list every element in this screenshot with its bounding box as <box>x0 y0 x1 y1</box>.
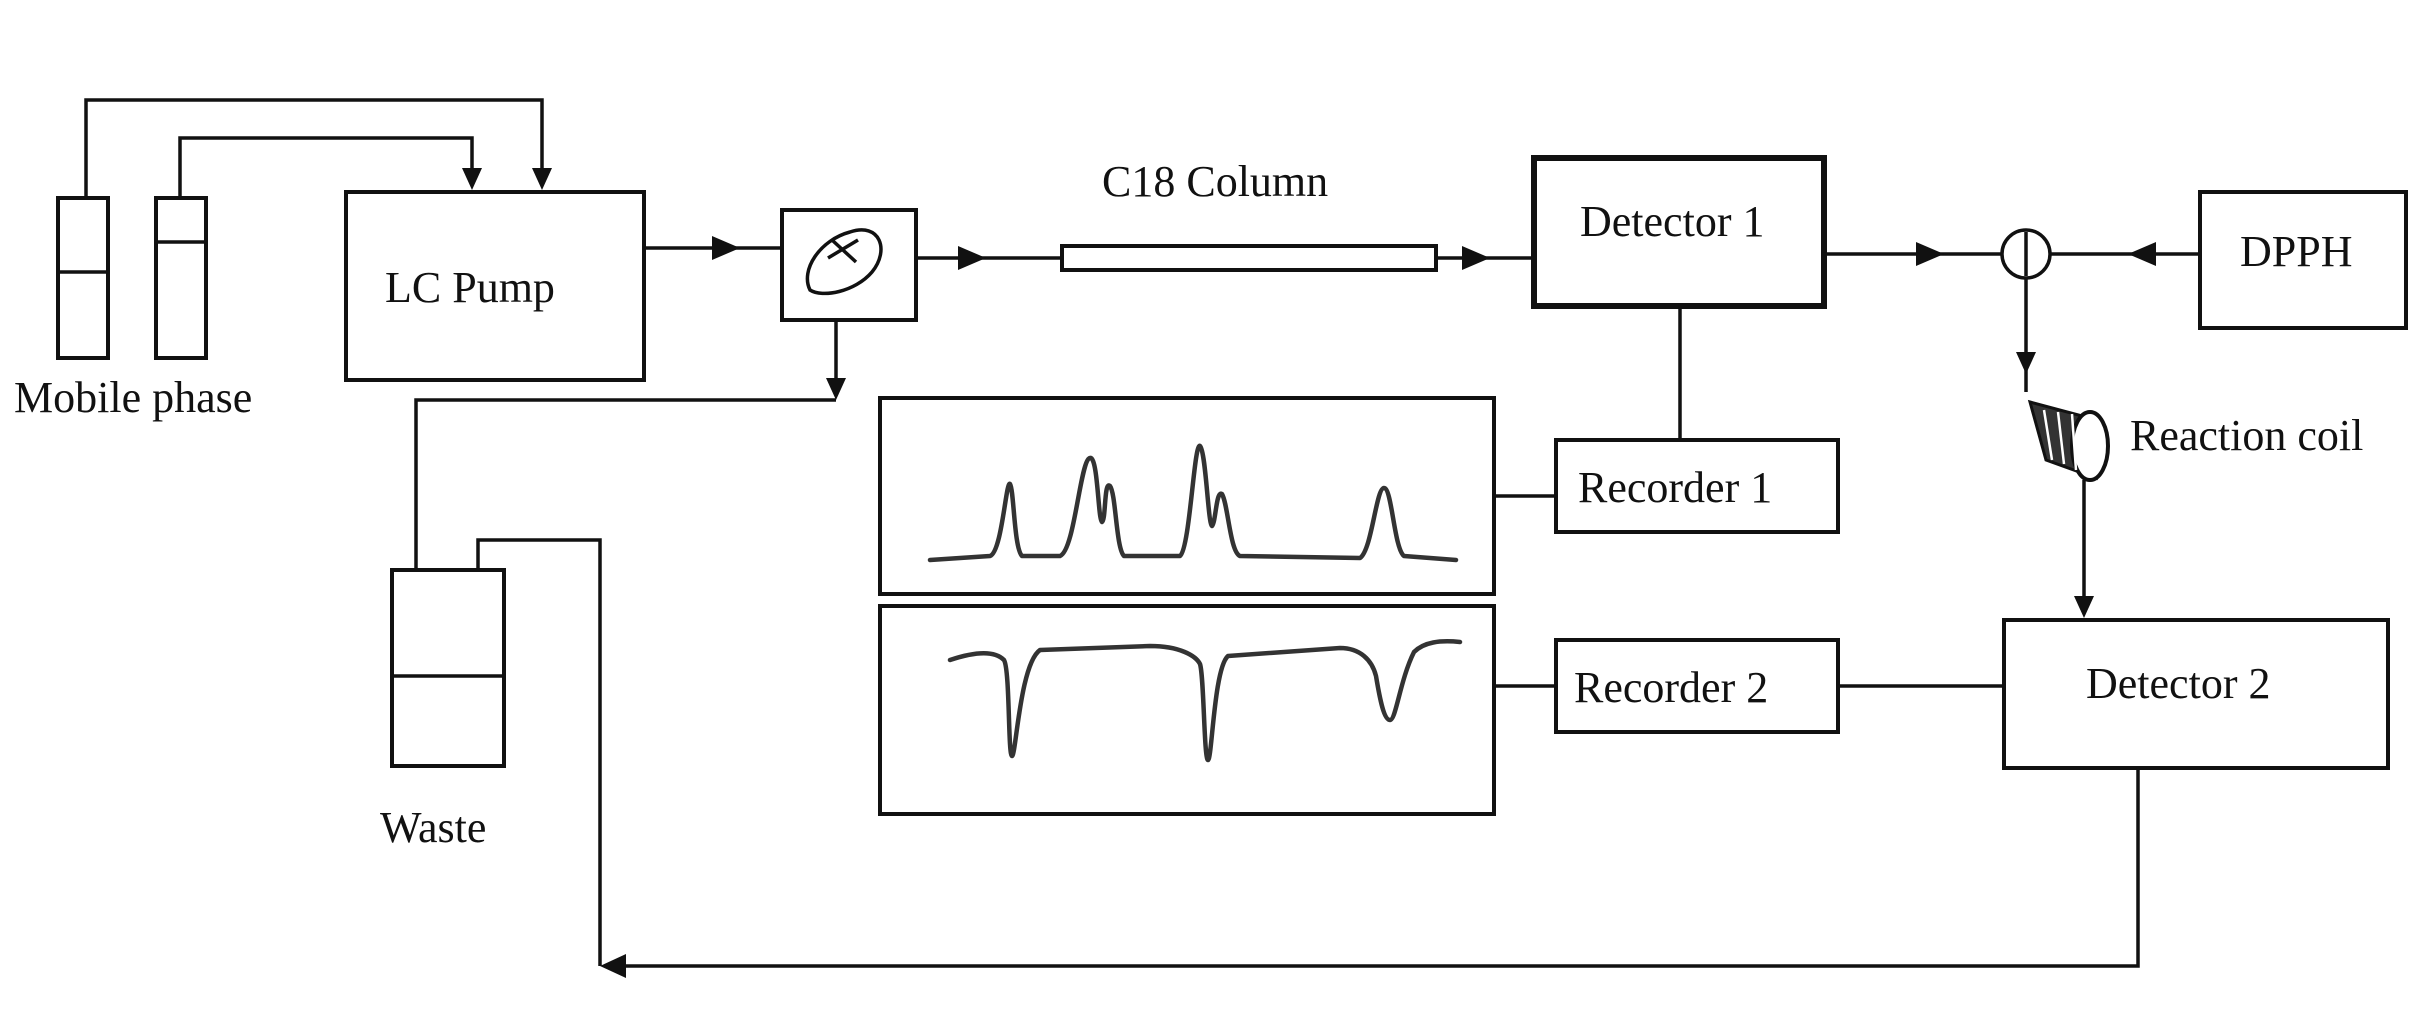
detector-2-box <box>2002 618 2390 770</box>
reservoir-b-line <box>178 136 474 198</box>
reaction-coil-end <box>2070 410 2110 482</box>
recorder-2-label: Recorder 2 <box>1574 663 1768 712</box>
recorder-1-label: Recorder 1 <box>1578 463 1772 512</box>
chromatogram-2-trace <box>947 639 1463 763</box>
arrow-detector1-to-tee <box>1916 242 1944 266</box>
detector2-to-waste-line <box>604 768 2140 968</box>
chromatogram-1-panel <box>878 396 1496 596</box>
injector-to-waste-line <box>414 398 836 570</box>
c18-column <box>1060 244 1438 272</box>
detector-1-box <box>1531 155 1827 309</box>
reaction-coil-windings <box>2042 409 2078 471</box>
detector-1-label: Detector 1 <box>1580 197 1764 246</box>
chromatogram-2-panel <box>878 604 1496 816</box>
arrow-into-pump-b <box>462 168 482 190</box>
arrow-injector-to-column <box>958 246 986 270</box>
injector-box <box>780 208 918 322</box>
waste-label: Waste <box>380 803 486 852</box>
dpph-label: DPPH <box>2240 227 2353 276</box>
arrow-coil-to-detector2 <box>2074 596 2094 618</box>
recorder-1-box <box>1554 438 1840 534</box>
injector-loop <box>805 228 883 296</box>
arrow-return-to-waste <box>600 954 626 978</box>
mobile-phase-reservoirs <box>56 196 208 360</box>
reaction-coil-label: Reaction coil <box>2130 411 2363 460</box>
arrow-column-to-detector1 <box>1462 246 1490 270</box>
arrow-dpph-to-tee <box>2128 242 2156 266</box>
reservoir-a-line <box>84 98 544 198</box>
injector-cross <box>827 238 859 264</box>
arrow-tee-to-coil <box>2016 352 2036 374</box>
reservoir-a <box>56 196 110 360</box>
arrow-into-pump-a <box>532 168 552 190</box>
reaction-coil <box>2027 399 2110 482</box>
chromatogram-1-trace <box>927 443 1459 563</box>
lc-pump-box <box>344 190 646 382</box>
waste-box <box>390 568 506 768</box>
lc-pump-label: LC Pump <box>385 263 555 312</box>
arrow-pump-to-injector <box>712 236 740 260</box>
arrow-injector-drain <box>826 378 846 400</box>
waste-container <box>390 568 506 768</box>
injector-valve <box>780 208 918 322</box>
reservoir-b <box>154 196 208 360</box>
mobile-phase-label: Mobile phase <box>14 373 252 422</box>
c18-column-label: C18 Column <box>1102 157 1328 206</box>
dpph-box <box>2198 190 2408 330</box>
detector-2-label: Detector 2 <box>2086 659 2270 708</box>
